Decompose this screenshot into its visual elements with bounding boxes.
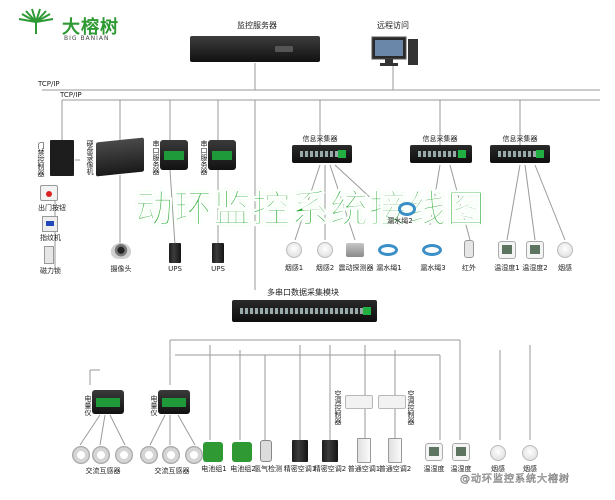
fingerprint-label: 指纹机 (40, 234, 61, 242)
hydrogen-label: 氢气检测 (254, 465, 282, 473)
collector-1-icon (292, 145, 352, 163)
battery-2-label: 电池组2 (230, 465, 256, 473)
smoke-b2-label: 烟感 (523, 465, 537, 473)
ct-label-2: 交流互感器 (154, 467, 190, 475)
ac-ctrl-2-label: 空调控制器 (407, 390, 415, 425)
temp-humidity-b1-icon (425, 443, 443, 461)
ct-icon (72, 446, 90, 464)
hydrogen-sensor-icon (260, 440, 272, 462)
smoke-b1-label: 烟感 (491, 465, 505, 473)
nvr-icon (96, 137, 144, 177)
leak-rope-3-icon (422, 244, 442, 256)
ups-1-label: UPS (168, 265, 182, 273)
multi-serial-module-icon (232, 300, 377, 322)
infrared-icon (464, 240, 474, 258)
tcpip-label-2: TCP/IP (60, 91, 82, 99)
camera-icon (111, 243, 131, 259)
leak-3-label: 漏水绳3 (420, 264, 446, 272)
collector-1-label: 信息采集器 (302, 135, 338, 143)
remote-label: 远程访问 (377, 21, 409, 30)
monitor-icon (371, 36, 418, 66)
precision-ac-1-icon (292, 440, 308, 462)
smoke-1-label: 烟感1 (284, 264, 304, 272)
diagram-title: 动环监控系统接线图 (134, 187, 487, 232)
smoke-sensor-2-icon (317, 242, 333, 258)
ct-icon (140, 446, 158, 464)
serial-server-2-icon (208, 140, 236, 170)
th-1-label: 温湿度1 (494, 264, 520, 272)
collector-3-icon (490, 145, 550, 163)
serial-server-1-icon (160, 140, 188, 170)
logo-tree-icon (18, 8, 54, 34)
ac-ctrl-1-label: 空调控制器 (334, 390, 342, 425)
battery-2-icon (232, 442, 252, 462)
smoke-sensor-3-icon (557, 242, 573, 258)
ac-1-label: 精密空调1 (283, 465, 317, 473)
meter-2-label: 电量仪 (150, 395, 158, 416)
exit-button-icon (40, 185, 58, 201)
temp-humidity-1-icon (498, 241, 516, 259)
vibration-sensor-icon (346, 243, 364, 257)
battery-1-label: 电池组1 (201, 465, 227, 473)
ac-4-icon (388, 438, 402, 463)
ac-4-label: 普通空调2 (378, 465, 412, 473)
ct-icon (162, 446, 180, 464)
ct-icon (185, 446, 203, 464)
ups-2-icon (212, 243, 224, 263)
precision-ac-2-icon (322, 440, 338, 462)
brand-name: 大榕树 (62, 17, 119, 38)
controller-label: 门禁控制器 (37, 142, 45, 177)
maglock-label: 磁力锁 (40, 267, 61, 275)
leak-1-label: 漏水绳1 (376, 264, 402, 272)
ac-controller-2-icon (378, 395, 406, 409)
ac-controller-1-icon (345, 395, 373, 409)
smoke-sensor-1-icon (286, 242, 302, 258)
serial-server-2-label: 串口服务器 (200, 140, 208, 175)
server-label: 监控服务器 (237, 21, 277, 30)
ct-icon (115, 446, 133, 464)
th-b2-label: 温湿度 (450, 465, 472, 473)
th-2-label: 温湿度2 (522, 264, 548, 272)
power-meter-2-icon (158, 390, 190, 414)
exit-button-label: 出门按钮 (38, 204, 66, 212)
temp-humidity-b2-icon (452, 443, 470, 461)
multi-serial-label: 多串口数据采集模块 (267, 288, 339, 297)
leak-2-label: 漏水绳2 (387, 217, 413, 225)
ups-1-icon (169, 243, 181, 263)
ct-label-1: 交流互感器 (85, 467, 121, 475)
meter-1-label: 电量仪 (84, 395, 92, 416)
collector-2-label: 信息采集器 (422, 135, 458, 143)
access-controller-icon (50, 140, 74, 176)
smoke-sensor-b1-icon (490, 445, 506, 461)
smoke-sensor-b2-icon (522, 445, 538, 461)
watermark: @动环监控系统大榕树 (460, 474, 570, 486)
serial-server-1-label: 串口服务器 (152, 140, 160, 175)
battery-1-icon (203, 442, 223, 462)
infrared-label: 红外 (462, 264, 476, 272)
server-icon (190, 36, 320, 62)
temp-humidity-2-icon (526, 241, 544, 259)
smoke-2-label: 烟感2 (315, 264, 335, 272)
ct-icon (92, 446, 110, 464)
collector-2-icon (410, 145, 472, 163)
leak-rope-1-icon (378, 244, 398, 256)
vibration-label: 震动探测器 (338, 264, 374, 272)
ac-3-label: 普通空调1 (347, 465, 381, 473)
power-meter-1-icon (92, 390, 124, 414)
smoke-3-label: 烟感 (558, 264, 572, 272)
ac-3-icon (357, 438, 371, 463)
nvr-label: 硬盘录像机 (86, 140, 94, 175)
th-b1-label: 温湿度 (423, 465, 445, 473)
camera-label: 摄像头 (110, 265, 132, 273)
collector-3-label: 信息采集器 (502, 135, 538, 143)
maglock-icon (44, 246, 54, 264)
leak-rope-2-icon (398, 202, 416, 216)
fingerprint-icon (42, 216, 58, 232)
ac-2-label: 精密空调2 (313, 465, 347, 473)
tcpip-label-1: TCP/IP (38, 80, 60, 88)
brand-name-en: BIG BANIAN (64, 35, 110, 42)
ups-2-label: UPS (211, 265, 225, 273)
